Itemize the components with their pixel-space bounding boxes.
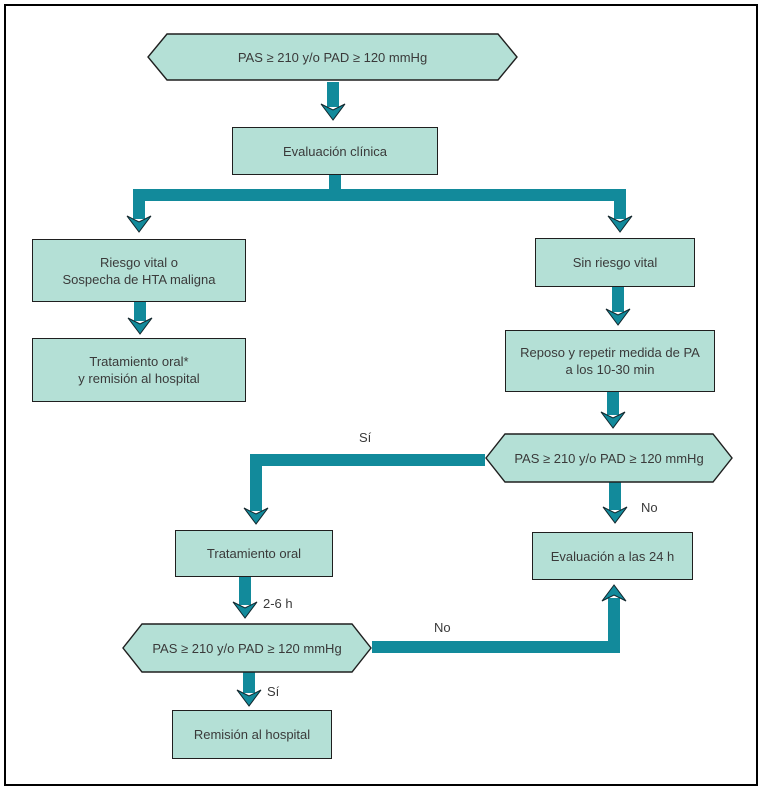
node-label: Sin riesgo vital [572,255,658,270]
node-pas-threshold-recheck2: PAS ≥ 210 y/o PAD ≥ 120 mmHg [122,623,372,673]
node-label: Evaluación clínica [282,143,388,159]
node-label: PAS ≥ 210 y/o PAD ≥ 120 mmHg [152,640,342,656]
node-tratamiento-oral: Tratamiento oral [175,530,333,577]
diagram-border [4,4,758,786]
node-evaluacion-24h: Evaluación a las 24 h [532,532,693,580]
arrowhead-si2-to-remision [236,689,262,707]
edge-label-si-mid: Sí [359,430,372,445]
edge-label-no-bottom: No [434,620,451,635]
arrowhead-tratamiento-to-recheck2 [232,601,258,619]
node-tratamiento-oral-hospital: Tratamiento oral* y remisión al hospital [32,338,246,402]
node-label: PAS ≥ 210 y/o PAD ≥ 120 mmHg [237,49,428,65]
arrowhead-riesgo-to-tratamiento [127,317,153,335]
arrowhead-si-to-tratamiento [243,507,269,525]
arrowhead-branch-left [126,215,152,233]
node-label-line1: Reposo y repetir medida de PA [520,345,700,360]
edge-label-interval-2-6h: 2-6 h [263,596,293,611]
node-label: Remisión al hospital [193,727,311,742]
edge-label-si-bottom: Sí [267,684,280,699]
node-label: PAS ≥ 210 y/o PAD ≥ 120 mmHg [514,450,704,466]
hexagon-shape [122,623,372,673]
node-label-line1: Riesgo vital o [99,254,179,270]
node-evaluacion-clinica: Evaluación clínica [232,127,438,175]
node-pas-threshold-recheck1: PAS ≥ 210 y/o PAD ≥ 120 mmHg [485,433,733,483]
arrowhead-reposo-to-recheck [600,411,626,429]
node-pas-threshold-initial: PAS ≥ 210 y/o PAD ≥ 120 mmHg [147,33,518,81]
arrowhead-no-to-eval24 [602,506,628,524]
node-label: Tratamiento oral [206,546,302,561]
node-label-line1: Tratamiento oral* [89,354,189,369]
node-sin-riesgo-vital: Sin riesgo vital [535,238,695,287]
node-label-line2: a los 10-30 min [565,362,655,377]
node-riesgo-vital: Riesgo vital o Sospecha de HTA maligna [32,239,246,302]
node-reposo-repetir-medida: Reposo y repetir medida de PA a los 10-3… [505,330,715,392]
arrowhead-no2-to-eval24 [601,584,627,602]
node-label-line2: Sospecha de HTA maligna [62,271,216,287]
arrowhead-branch-right [607,215,633,233]
hexagon-shape [485,433,733,483]
node-label-line2: y remisión al hospital [78,371,200,386]
node-label: Evaluación a las 24 h [550,548,675,564]
edge-label-no-mid: No [641,500,658,515]
hexagon-shape [147,33,518,81]
arrowhead-sinriesgo-to-reposo [605,308,631,326]
node-remision-hospital: Remisión al hospital [172,710,332,759]
arrowhead-threshold-to-eval [320,103,346,121]
